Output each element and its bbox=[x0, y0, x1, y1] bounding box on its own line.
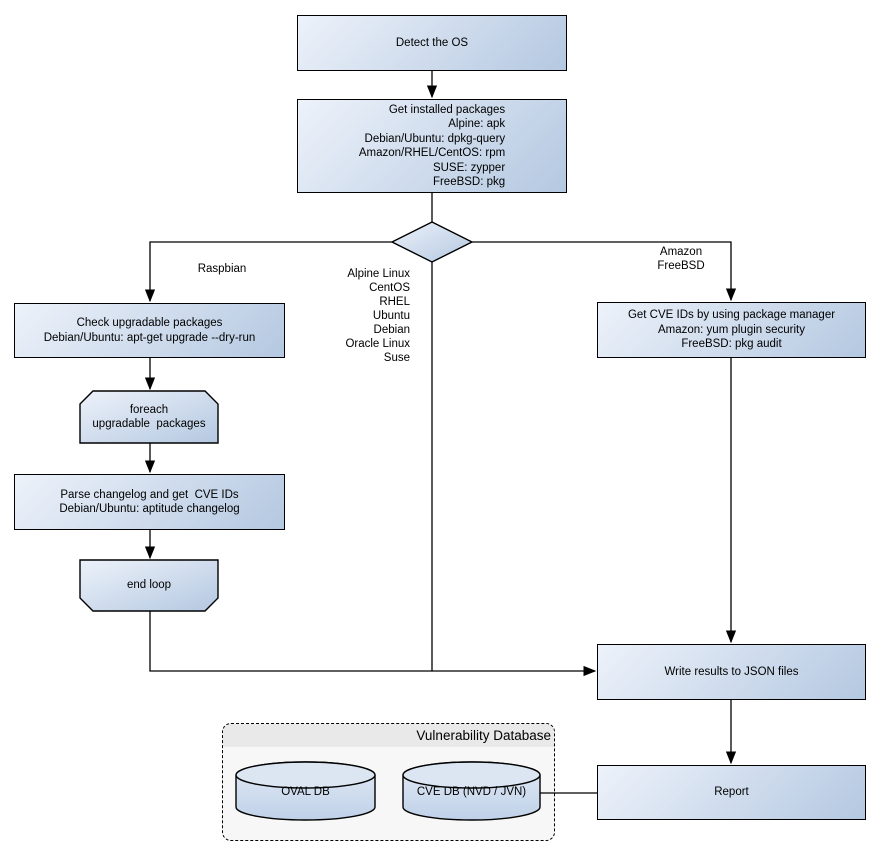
vulnerability-database-title: Vulnerability Database bbox=[223, 724, 554, 747]
node-write-results: Write results to JSON files bbox=[597, 644, 866, 700]
node-get-installed-packages: Get installed packages Alpine: apk Debia… bbox=[297, 99, 567, 193]
edge-label-raspbian: Raspbian bbox=[197, 263, 247, 275]
node-foreach-loop-label: foreach upgradable packages bbox=[92, 403, 206, 431]
node-get-cve-ids-label: Get CVE IDs by using package manager Ama… bbox=[627, 309, 836, 351]
edge-decision-to-check-upgradable bbox=[144, 241, 392, 303]
node-foreach-loop: foreach upgradable packages bbox=[80, 391, 218, 443]
node-report-label: Report bbox=[714, 786, 749, 799]
os-decision-diamond bbox=[390, 221, 474, 263]
node-parse-changelog: Parse changelog and get CVE IDs Debian/U… bbox=[14, 474, 285, 530]
node-write-results-label: Write results to JSON files bbox=[664, 665, 799, 678]
node-parse-changelog-label: Parse changelog and get CVE IDs Debian/U… bbox=[59, 488, 240, 516]
node-detect-os: Detect the OS bbox=[297, 15, 567, 71]
foreach-loop-shape bbox=[79, 390, 219, 444]
node-report: Report bbox=[597, 765, 866, 820]
oval-db-label: OVAL DB bbox=[281, 786, 330, 798]
end-loop-shape bbox=[79, 559, 219, 612]
cve-db-cylinder bbox=[402, 761, 541, 821]
node-detect-os-label: Detect the OS bbox=[395, 36, 469, 49]
node-end-loop: end loop bbox=[80, 560, 218, 611]
node-end-loop-label: end loop bbox=[126, 579, 172, 592]
node-get-installed-packages-label: Get installed packages Alpine: apk Debia… bbox=[358, 103, 506, 189]
edge-label-amazon-freebsd: Amazon FreeBSD bbox=[657, 246, 705, 272]
node-check-upgradable-packages-label: Check upgradable packages Debian/Ubuntu:… bbox=[43, 317, 256, 344]
edge-decision-to-get-cve bbox=[472, 241, 737, 302]
edge-label-os-list: Alpine Linux CentOS RHEL Ubuntu Debian O… bbox=[345, 268, 410, 364]
edge-endloop-to-write-results bbox=[149, 611, 597, 677]
node-get-cve-ids: Get CVE IDs by using package manager Ama… bbox=[597, 302, 866, 358]
cve-db-label: CVE DB (NVD / JVN) bbox=[416, 786, 527, 798]
oval-db-cylinder bbox=[235, 761, 376, 821]
node-check-upgradable-packages: Check upgradable packages Debian/Ubuntu:… bbox=[14, 303, 285, 358]
